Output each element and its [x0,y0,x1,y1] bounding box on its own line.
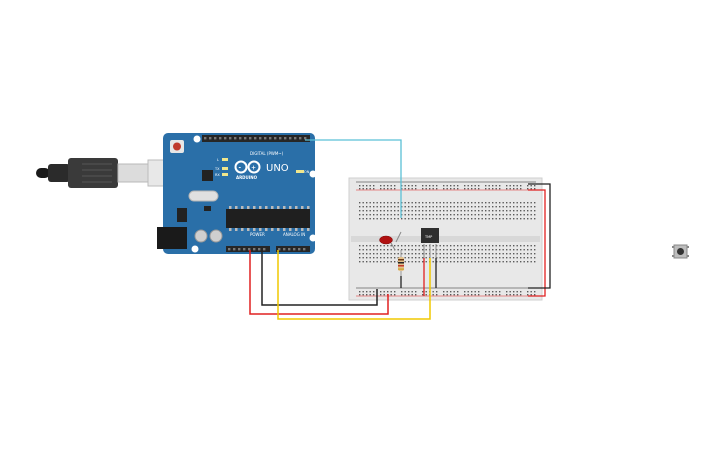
signal-wire [305,139,402,218]
rail-black-wire [528,183,551,289]
resistor[interactable] [398,250,404,276]
on-label: ON [304,170,310,174]
led-label-l: L [217,158,219,162]
wires[interactable] [249,139,551,320]
crystal [188,190,219,202]
svg-text:-: - [239,165,242,172]
digital-label: DIGITAL (PWM~) [250,151,284,156]
power-jack [157,227,187,249]
model-label: UNO [266,163,289,174]
arduino-logo-icon: - + [234,160,261,174]
analog-wire [277,250,431,320]
rail-red-wire [528,189,546,297]
red-led[interactable] [379,231,402,251]
microcontroller-chip [226,209,310,228]
arduino-uno-board[interactable]: DIGITAL (PWM~) - + ARDUINO UNO L TX RX O… [157,133,317,254]
breadboard[interactable] [348,177,543,301]
svg-text:+: + [251,165,256,172]
ground-wire [261,250,378,306]
led-label-tx: TX [214,167,220,171]
sensor-label: TMP [424,235,432,239]
analog-label: ANALOG IN [283,232,305,237]
temperature-sensor[interactable]: TMP [421,228,439,258]
power-label: POWER [250,232,265,237]
power-wire [249,250,389,315]
pushbutton[interactable] [672,244,689,259]
logo-text: ARDUINO [236,175,258,180]
led-label-rx: RX [215,173,220,177]
